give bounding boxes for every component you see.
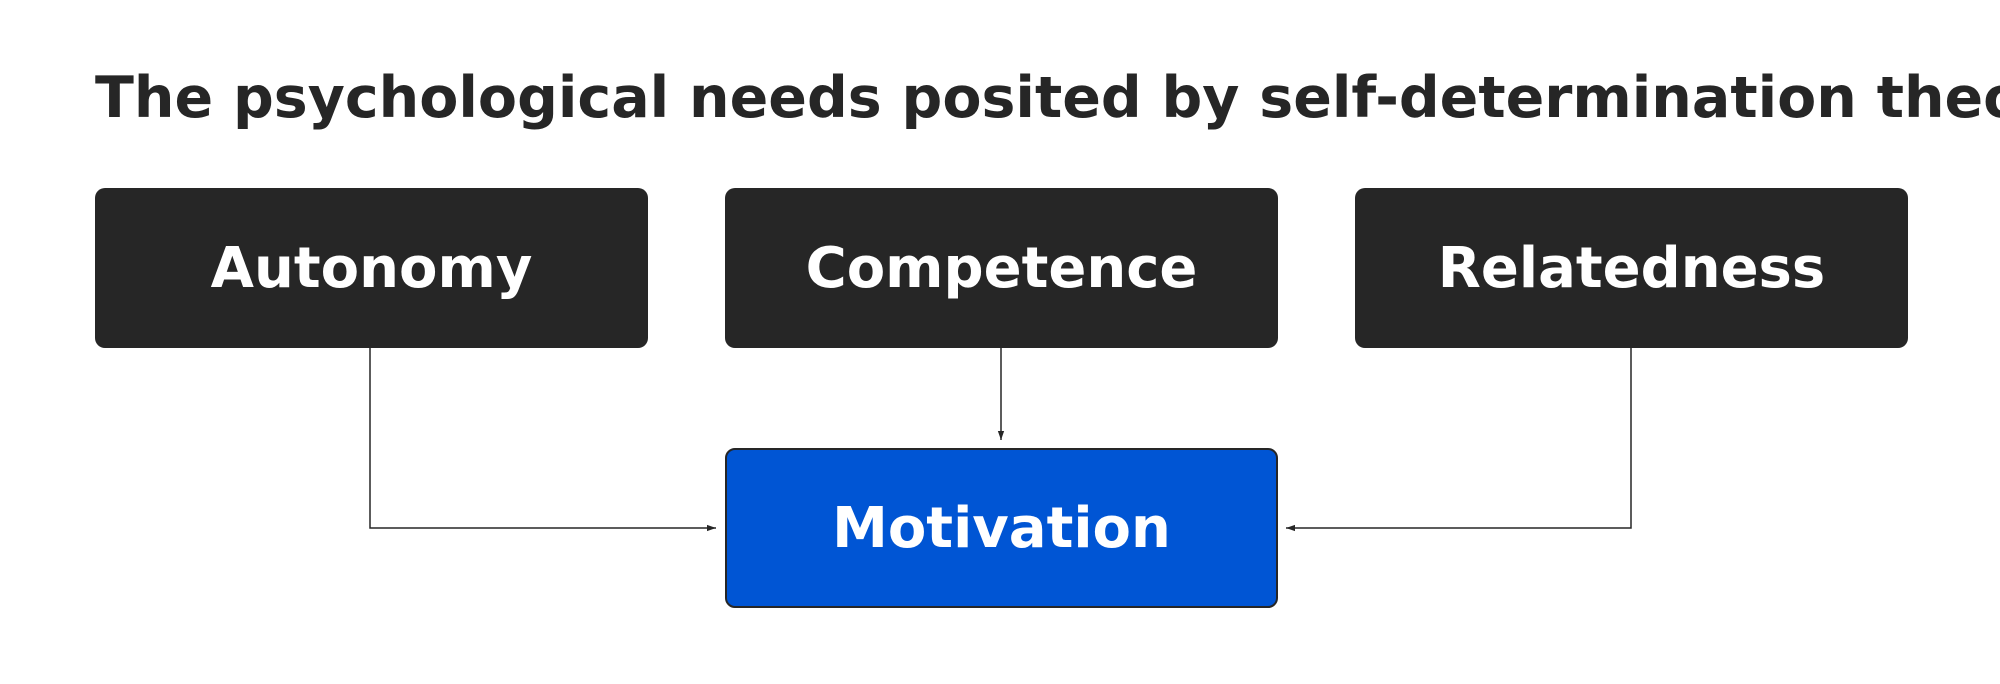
diagram-title: The psychological needs posited by self-… <box>95 65 2000 131</box>
node-competence-label: Competence <box>805 235 1198 301</box>
node-relatedness-label: Relatedness <box>1437 235 1826 301</box>
node-motivation: Motivation <box>725 448 1278 608</box>
node-motivation-label: Motivation <box>832 495 1171 561</box>
connector-autonomy-to-motivation <box>369 348 716 532</box>
node-competence: Competence <box>725 188 1278 348</box>
connector-relatedness-to-motivation <box>1286 348 1632 532</box>
node-relatedness: Relatedness <box>1355 188 1908 348</box>
node-autonomy: Autonomy <box>95 188 648 348</box>
node-autonomy-label: Autonomy <box>210 235 533 301</box>
